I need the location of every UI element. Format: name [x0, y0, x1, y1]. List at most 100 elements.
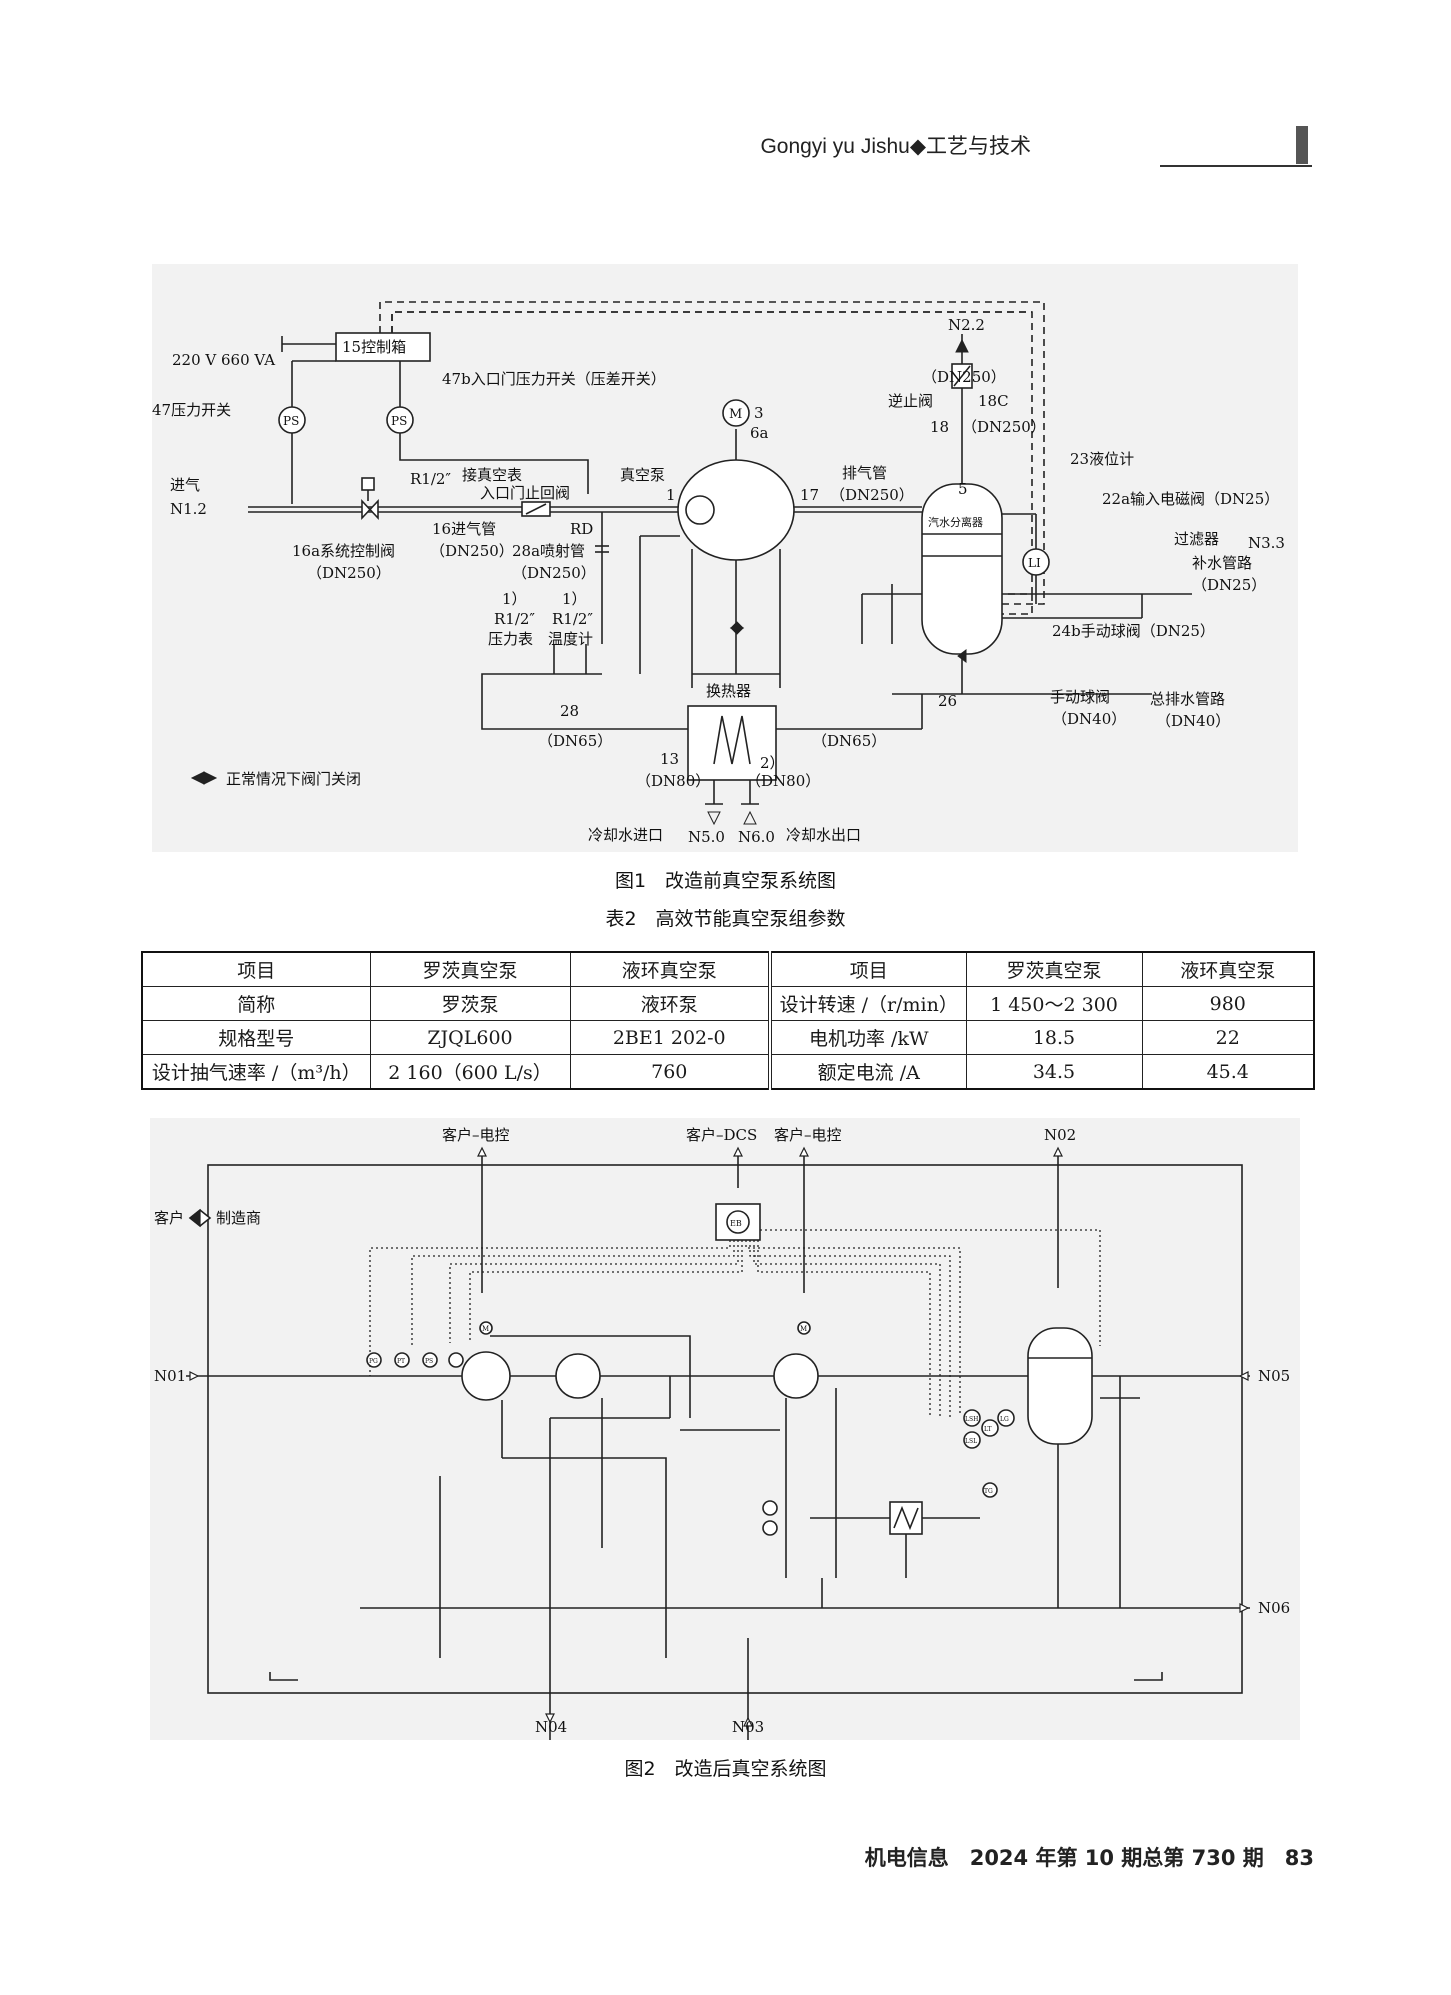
f1-dn250f: （DN250） [962, 418, 1046, 436]
table-cell: ZJQL600 [369, 1020, 571, 1055]
f1-motor-6a: 6a [750, 424, 769, 442]
f1-pump-no: 1 [666, 486, 676, 504]
table-row: 规格型号 ZJQL600 2BE1 202-0 电机功率 /kW 18.5 22 [141, 1020, 1315, 1055]
f1-makeup: 补水管路 [1192, 554, 1252, 572]
f1-n60: N6.0 [738, 828, 775, 846]
f1-exhaust: 排气管 [842, 464, 887, 482]
f1-dn80b: （DN80） [746, 772, 820, 790]
f1-n13: 13 [660, 750, 679, 768]
f1-exhaust-no: 17 [800, 486, 819, 504]
f1-one-b: 1） [562, 590, 587, 608]
f1-pressure-gauge: 压力表 [488, 630, 533, 648]
f1-ps-b: PS [391, 414, 407, 428]
f1-dn25: （DN25） [1192, 576, 1266, 594]
f1-dn250b: （DN250） [307, 564, 391, 582]
f2-m-a: M [482, 1325, 489, 1333]
f1-dn40b: （DN40） [1156, 712, 1230, 730]
f1-thermometer: 温度计 [548, 630, 593, 648]
f1-check-inlet: 入口门止回阀 [480, 484, 570, 502]
f1-one-a: 1） [502, 590, 527, 608]
f1-hx: 换热器 [706, 682, 751, 700]
f2-n01: N01 [154, 1367, 186, 1385]
f2-client-dcs: 客户–DCS [686, 1126, 757, 1144]
f1-n22: N2.2 [948, 316, 985, 334]
table-row: 设计抽气速率 /（m³/h） 2 160（600 L/s） 760 额定电流 /… [141, 1054, 1315, 1090]
th: 罗茨真空泵 [965, 951, 1143, 987]
table-cell: 980 [1141, 986, 1315, 1021]
figure1-caption: 图1 改造前真空泵系统图 [614, 870, 837, 892]
f1-n18: 18 [930, 418, 949, 436]
table-cell: 34.5 [965, 1054, 1143, 1090]
f1-power: 220 V 660 VA [172, 351, 275, 369]
page-footer: 机电信息 2024 年第 10 期总第 730 期 83 [864, 1846, 1314, 1870]
f1-dn250d: （DN250） [830, 486, 914, 504]
f1-check-valve: 逆止阀 [888, 392, 933, 410]
f1-vac-gauge: 接真空表 [462, 466, 522, 484]
f1-dn65b: （DN65） [812, 732, 886, 750]
f1-dn250a: （DN250） [430, 542, 514, 560]
table-cell: 液环泵 [569, 986, 771, 1021]
f1-dn250c: （DN250） [512, 564, 596, 582]
figure1: 15控制箱 220 V 660 VA 47压力开关 47b入口门压力开关（压差开… [152, 264, 1298, 852]
f1-rd: RD [570, 520, 593, 538]
f1-li: LI [1028, 556, 1041, 570]
f2-maker: 制造商 [216, 1209, 261, 1227]
table-cell: 1 450～2 300 [965, 986, 1143, 1021]
f1-two: 2） [760, 754, 785, 772]
table-cell: 规格型号 [141, 1020, 371, 1055]
f2-ps: PS [425, 1358, 433, 1365]
table-cell: 2BE1 202-0 [569, 1020, 771, 1055]
figure2-diagram: 客户–电控 客户–DCS 客户–电控 N02 客户 制造商 EB N01 N05… [154, 1126, 1290, 1740]
figure1-diagram: 15控制箱 220 V 660 VA 47压力开关 47b入口门压力开关（压差开… [152, 301, 1285, 846]
f2-m-b: M [800, 1325, 807, 1333]
f2-client: 客户 [154, 1209, 184, 1227]
f1-n50: N5.0 [688, 828, 725, 846]
f1-ball-valve: 24b手动球阀（DN25） [1052, 622, 1215, 640]
table-cell: 额定电流 /A [768, 1054, 967, 1090]
th: 液环真空泵 [1141, 951, 1315, 987]
table-cell: 设计抽气速率 /（m³/h） [141, 1054, 371, 1090]
table-cell: 设计转速 /（r/min） [768, 986, 967, 1021]
table-cell: 罗茨泵 [369, 986, 571, 1021]
f2-tg: TG [984, 1488, 993, 1495]
f1-dn65a: （DN65） [538, 732, 612, 750]
f1-dn80a: （DN80） [636, 772, 710, 790]
header-rule [1160, 165, 1312, 167]
figure2: 客户–电控 客户–DCS 客户–电控 N02 客户 制造商 EB N01 N05… [150, 1118, 1300, 1740]
f1-sep-no: 5 [958, 480, 968, 498]
f1-vac-pump: 真空泵 [620, 466, 665, 484]
table-cell: 22 [1141, 1020, 1315, 1055]
f1-ps47: 47压力开关 [152, 401, 231, 419]
f1-ps-a: PS [283, 414, 299, 428]
f2-lt: LT [984, 1426, 992, 1433]
f2-n04: N04 [535, 1718, 567, 1736]
f1-r12a: R1/2″ [410, 470, 451, 488]
f1-r12c: R1/2″ [552, 610, 593, 628]
f1-filter: 过滤器 [1174, 530, 1219, 548]
th: 液环真空泵 [569, 951, 771, 987]
f2-pg: PG [369, 1358, 378, 1365]
table-cell: 2 160（600 L/s） [369, 1054, 571, 1090]
f1-solenoid: 22a输入电磁阀（DN25） [1102, 490, 1279, 508]
table-cell: 18.5 [965, 1020, 1143, 1055]
f1-cw-in: 冷却水进口 [588, 826, 663, 844]
th: 罗茨真空泵 [369, 951, 571, 987]
f1-n28: 28 [560, 702, 579, 720]
table-cell: 简称 [141, 986, 371, 1021]
f2-n05: N05 [1258, 1367, 1290, 1385]
f1-pipe16: 16进气管 [432, 520, 496, 538]
f1-level-meter: 23液位计 [1070, 450, 1134, 468]
f1-n26: 26 [938, 692, 957, 710]
f1-ctrl-valve: 16a系统控制阀 [292, 542, 395, 560]
f1-r12b: R1/2″ [494, 610, 535, 628]
figure2-caption: 图2 改造后真空系统图 [624, 1758, 827, 1780]
f1-cw-out: 冷却水出口 [786, 826, 861, 844]
table-row: 简称 罗茨泵 液环泵 设计转速 /（r/min） 1 450～2 300 980 [141, 986, 1315, 1021]
f1-ps47b: 47b入口门压力开关（压差开关） [442, 370, 666, 388]
f2-client-ctrl-2: 客户–电控 [774, 1126, 842, 1144]
f2-eb: EB [730, 1219, 742, 1228]
th: 项目 [141, 951, 371, 987]
f1-dn40a: （DN40） [1052, 710, 1126, 728]
table-header-row: 项目 罗茨真空泵 液环真空泵 项目 罗茨真空泵 液环真空泵 [141, 951, 1315, 987]
f1-separator: 汽水分离器 [928, 515, 983, 529]
